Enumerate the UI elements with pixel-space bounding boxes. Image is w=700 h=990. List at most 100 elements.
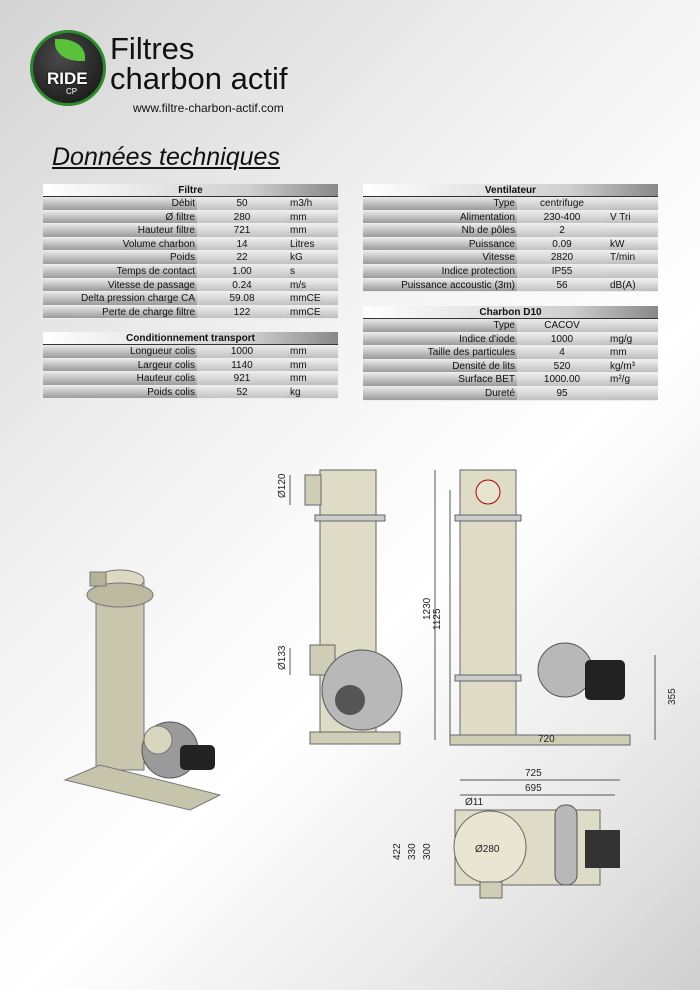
row-value: 22: [197, 251, 287, 264]
row-unit: mm: [287, 372, 338, 385]
row-value: 1000: [197, 345, 287, 358]
row-value: IP55: [517, 264, 607, 278]
row-unit: V Tri: [607, 210, 658, 224]
row-label: Surface BET: [363, 373, 517, 386]
dim-h1230: 1230: [422, 597, 433, 620]
row-unit: m²/g: [607, 373, 658, 386]
row-value: 14: [197, 237, 287, 251]
table-header: Ventilateur: [363, 184, 658, 197]
dim-h1125: 1125: [432, 608, 443, 630]
row-label: Densité de lits: [363, 359, 517, 373]
row-label: Puissance: [363, 237, 517, 251]
row-unit: mmCE: [287, 292, 338, 305]
row-value: 520: [517, 359, 607, 373]
row-value: 1000.00: [517, 373, 607, 386]
leaf-icon: [55, 39, 85, 61]
row-unit: mm: [287, 358, 338, 372]
table-header: Filtre: [43, 184, 338, 197]
row-unit: [607, 386, 658, 400]
filter-3d-view: [63, 569, 222, 811]
website-link[interactable]: www.filtre-charbon-actif.com: [133, 101, 284, 115]
dim-w695: 695: [525, 783, 542, 794]
row-value: 230-400: [517, 210, 607, 224]
row-label: Dureté: [363, 386, 517, 400]
row-value: 1.00: [197, 264, 287, 278]
row-label: Largeur colis: [43, 358, 197, 372]
dim-h300: 300: [422, 843, 433, 860]
row-label: Vitesse: [363, 251, 517, 264]
row-value: 1000: [517, 332, 607, 346]
row-unit: mg/g: [607, 332, 658, 346]
row-unit: m3/h: [287, 197, 338, 210]
row-label: Alimentation: [363, 210, 517, 224]
row-value: 721: [197, 224, 287, 237]
row-label: Delta pression charge CA: [43, 292, 197, 305]
row-value: 50: [197, 197, 287, 210]
row-label: Puissance accoustic (3m): [363, 278, 517, 292]
row-unit: kg/m³: [607, 359, 658, 373]
row-value: 0.09: [517, 237, 607, 251]
dim-d133: Ø133: [277, 645, 288, 670]
row-label: Indice protection: [363, 264, 517, 278]
row-label: Volume charbon: [43, 237, 197, 251]
logo-subtext: CP: [66, 87, 78, 96]
dim-d120: Ø120: [277, 473, 288, 498]
dim-w725: 725: [525, 768, 542, 779]
row-label: Hauteur filtre: [43, 224, 197, 237]
row-unit: [607, 197, 658, 210]
logo-text: RIDE: [47, 69, 88, 88]
row-value: 2: [517, 224, 607, 237]
row-value: 56: [517, 278, 607, 292]
row-label: Nb de pôles: [363, 224, 517, 237]
row-value: 921: [197, 372, 287, 385]
row-unit: mmCE: [287, 305, 338, 319]
row-label: Vitesse de passage: [43, 278, 197, 292]
row-label: Longueur colis: [43, 345, 197, 358]
row-value: 1140: [197, 358, 287, 372]
row-unit: [607, 319, 658, 332]
row-value: 4: [517, 346, 607, 359]
plan-drawing: 725 695 Ø11 Ø280 422 330 300: [392, 768, 620, 899]
dim-h330: 330: [407, 843, 418, 860]
row-value: CACOV: [517, 319, 607, 332]
row-unit: [607, 224, 658, 237]
row-unit: kG: [287, 251, 338, 264]
row-value: 122: [197, 305, 287, 319]
row-label: Poids: [43, 251, 197, 264]
row-label: Ø filtre: [43, 210, 197, 224]
row-unit: s: [287, 264, 338, 278]
row-value: 2820: [517, 251, 607, 264]
row-label: Hauteur colis: [43, 372, 197, 385]
row-unit: Litres: [287, 237, 338, 251]
row-value: 95: [517, 386, 607, 400]
dim-h422: 422: [392, 843, 403, 860]
elevation-drawings: Ø120 Ø133 1230 1125 355 720: [277, 469, 678, 746]
